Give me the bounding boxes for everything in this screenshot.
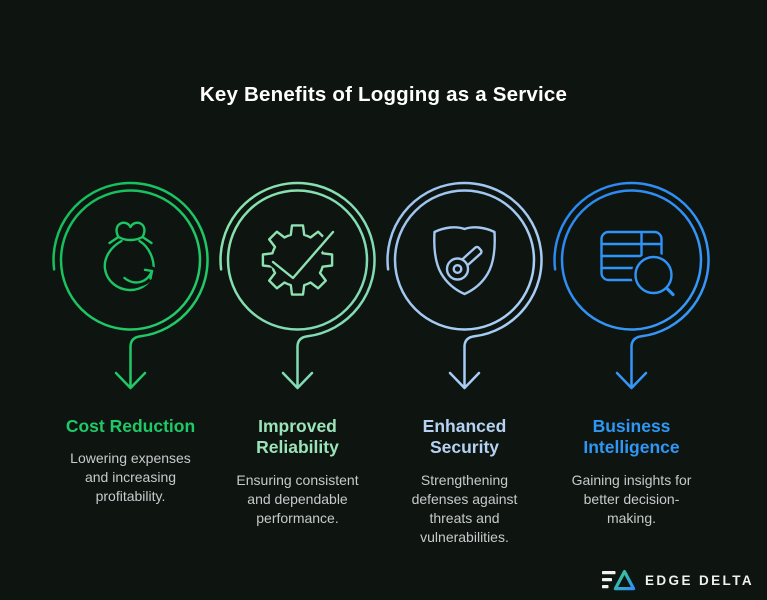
- money-bag-icon: [103, 221, 157, 292]
- inner-ring: [560, 189, 703, 331]
- benefit-column-improved-reliability: Improved Reliability Ensuring consistent…: [214, 170, 381, 547]
- improved-reliability-badge: [219, 181, 376, 390]
- outer-ring-down-arrow: [553, 181, 710, 390]
- benefit-description: Ensuring consistent and dependable perfo…: [236, 471, 359, 526]
- inner-ring: [226, 189, 369, 331]
- inner-ring: [59, 189, 202, 331]
- benefit-description: Gaining insights for better decision-mak…: [571, 471, 692, 526]
- benefit-column-business-intelligence: Business Intelligence Gaining insights f…: [548, 170, 715, 547]
- outer-ring-down-arrow: [219, 181, 376, 390]
- benefit-title: Enhanced Security: [422, 416, 507, 458]
- table-search-icon: [600, 230, 676, 297]
- edge-delta-logo-text: EDGE DELTA: [644, 572, 754, 588]
- benefit-column-enhanced-security: Enhanced Security Strengthening defenses…: [381, 170, 548, 547]
- outer-ring-down-arrow: [52, 181, 209, 390]
- inner-ring: [393, 189, 536, 331]
- benefit-description: Lowering expenses and increasing profita…: [70, 450, 191, 505]
- shield-key-icon: [433, 226, 496, 296]
- gear-check-icon: [261, 224, 338, 296]
- benefit-column-cost-reduction: Cost Reduction Lowering expenses and inc…: [47, 170, 214, 547]
- cost-reduction-badge: [52, 181, 209, 390]
- edge-delta-logo: EDGE DELTA: [601, 569, 754, 591]
- benefit-title: Business Intelligence: [583, 416, 680, 458]
- benefit-description: Strengthening defenses against threats a…: [411, 471, 518, 545]
- enhanced-security-badge: [386, 181, 543, 390]
- benefit-columns: Cost Reduction Lowering expenses and inc…: [47, 170, 715, 547]
- benefit-title: Improved Reliability: [256, 416, 339, 458]
- benefit-title: Cost Reduction: [65, 416, 196, 436]
- business-intelligence-badge: [553, 181, 710, 390]
- page-title: Key Benefits of Logging as a Service: [199, 83, 568, 106]
- outer-ring-down-arrow: [386, 181, 543, 390]
- edge-delta-logo-icon: [601, 570, 636, 591]
